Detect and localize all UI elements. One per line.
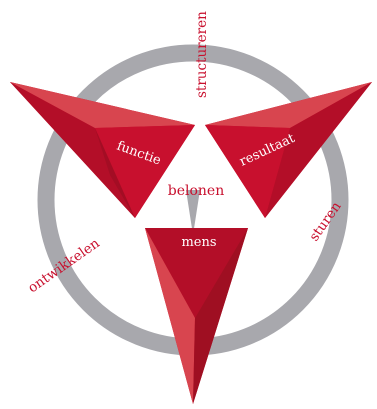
- triangle-functie: [10, 82, 195, 218]
- triangle-resultaat: [205, 82, 372, 218]
- center-connector: [186, 190, 200, 235]
- ring-label-ontwikkelen: ontwikkelen: [25, 235, 103, 296]
- triangle-label-mens: mens: [181, 235, 216, 250]
- ring-label-structureren: structureren: [194, 11, 210, 98]
- triangle-mens: [145, 228, 248, 404]
- center-label-belonen: belonen: [168, 183, 224, 199]
